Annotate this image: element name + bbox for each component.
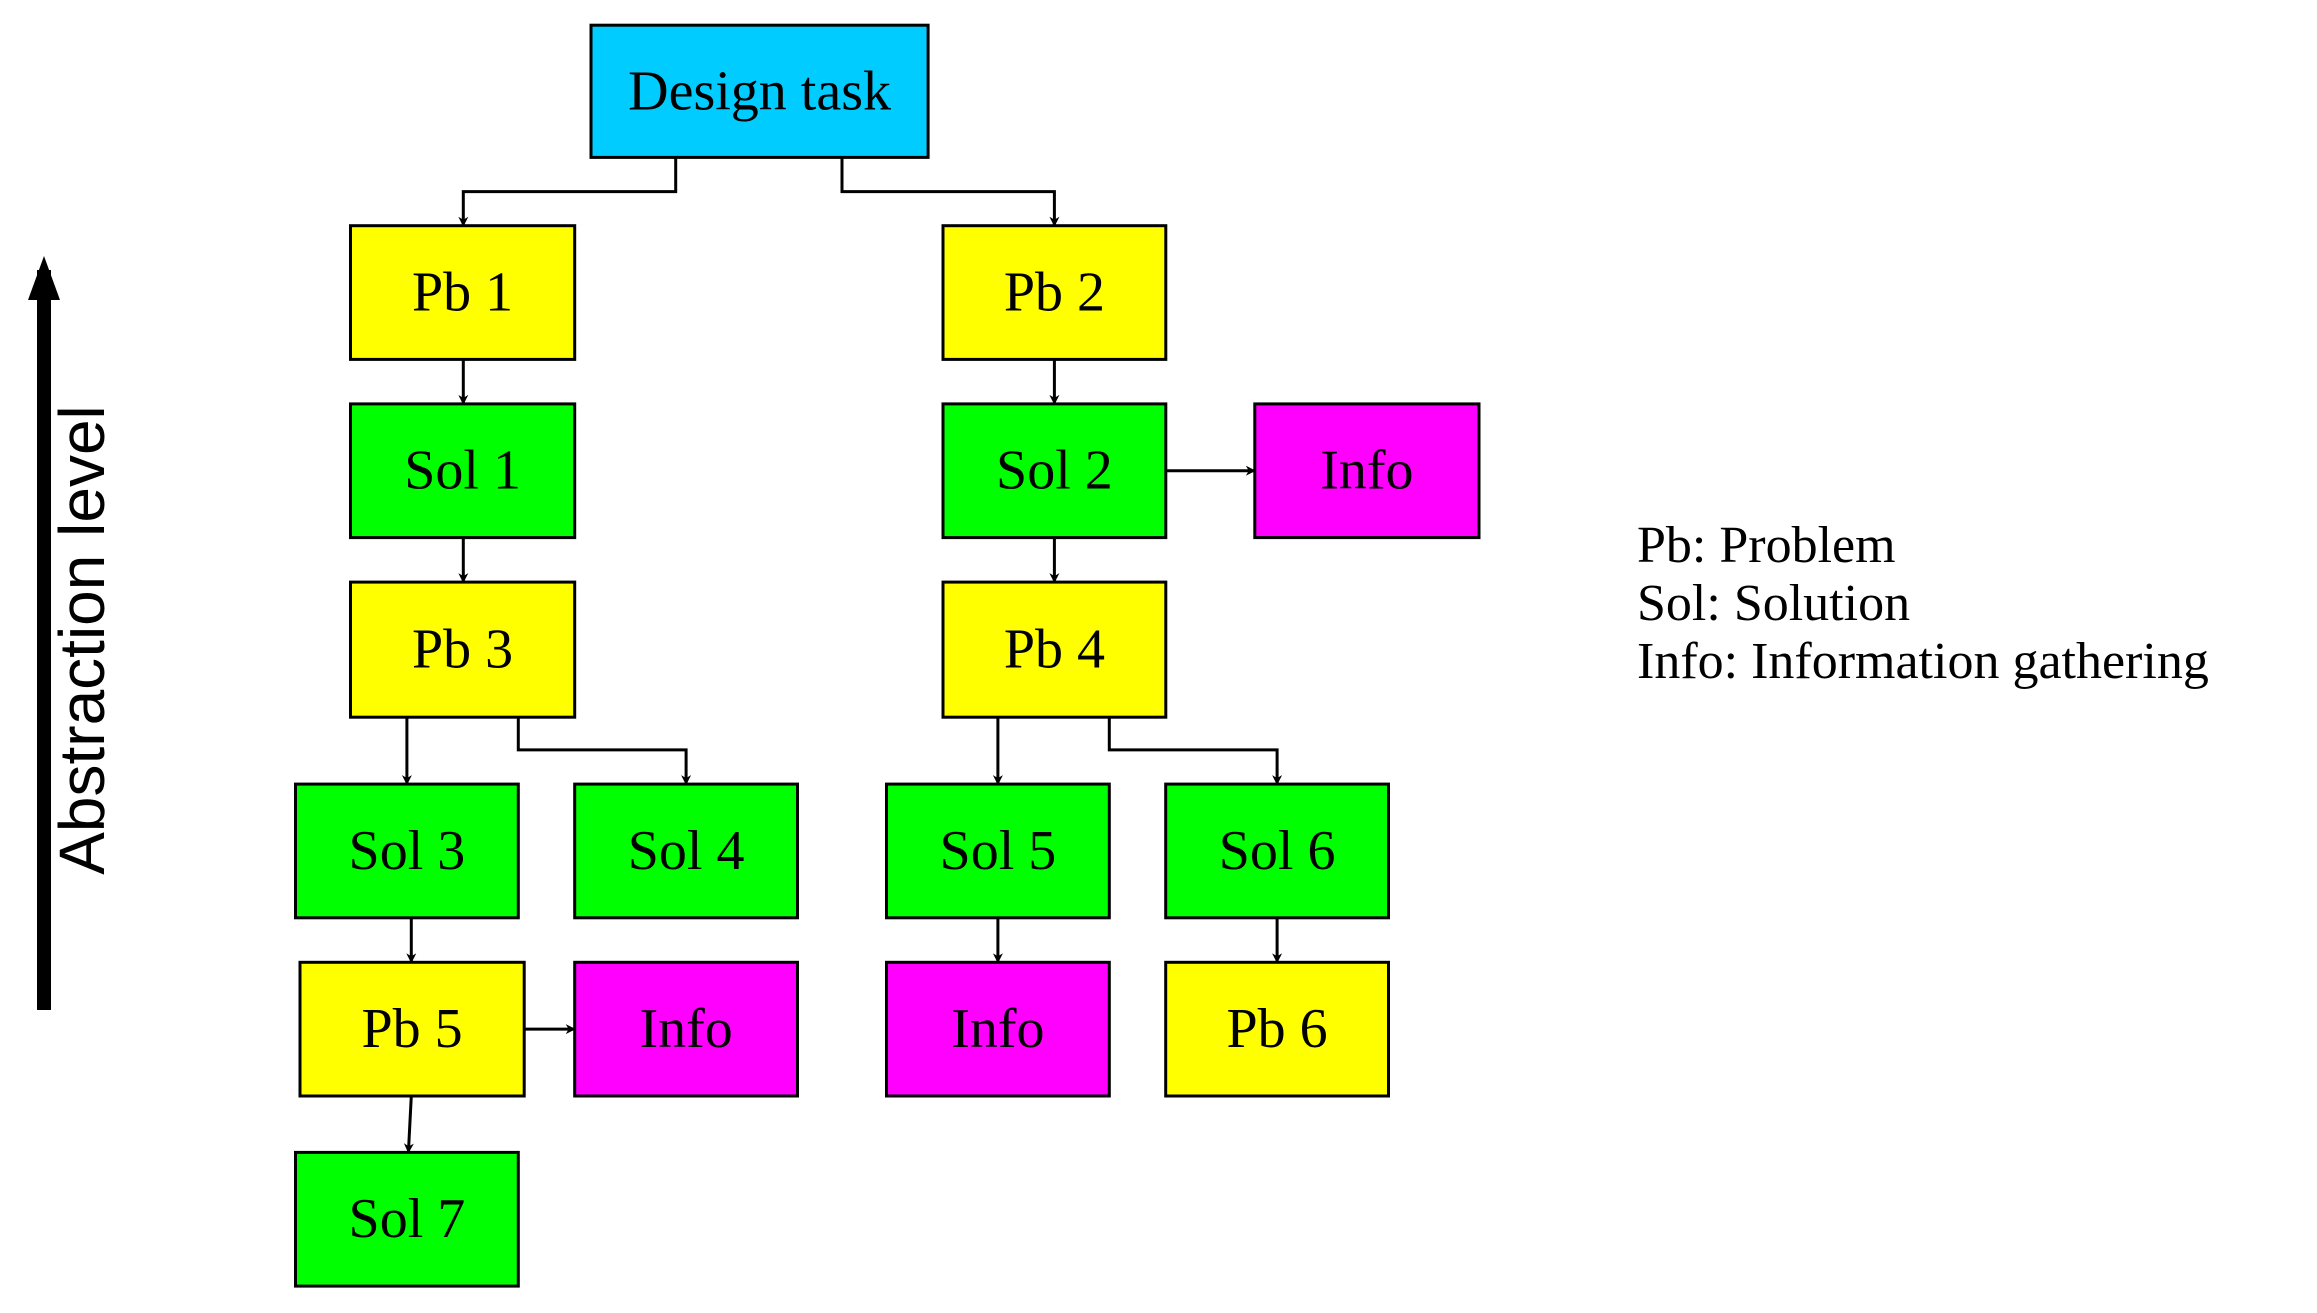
node-box-info-sol5 (885, 960, 1111, 1098)
node-box-info-pb5 (573, 960, 800, 1098)
node-label-sol3: Sol 3 (349, 820, 466, 882)
node-pb3: Pb 3 (349, 580, 577, 719)
legend-item-solution: Sol: Solution (1637, 575, 1910, 632)
node-box-sol4 (573, 782, 800, 920)
node-label-info-sol5: Info (951, 998, 1044, 1060)
edge-design-task-to-pb2 (840, 157, 1060, 227)
node-sol1: Sol 1 (349, 402, 577, 540)
node-label-sol2: Sol 2 (996, 440, 1113, 502)
node-info-sol2: Info (1253, 402, 1481, 540)
node-box-pb1 (349, 224, 577, 361)
node-box-pb2 (941, 224, 1168, 361)
node-box-pb3 (349, 580, 577, 719)
node-box-sol2 (941, 402, 1168, 540)
node-box-pb4 (941, 580, 1168, 719)
node-label-pb4: Pb 4 (1004, 619, 1105, 681)
node-sol3: Sol 3 (294, 782, 520, 920)
node-label-sol5: Sol 5 (940, 820, 1057, 882)
node-label-sol7: Sol 7 (349, 1188, 466, 1250)
node-sol6: Sol 6 (1164, 782, 1390, 920)
legend-item-info: Info: Information gathering (1637, 633, 2209, 690)
node-sol7: Sol 7 (294, 1150, 520, 1288)
node-info-sol5: Info (885, 960, 1111, 1098)
node-pb5: Pb 5 (298, 960, 526, 1098)
node-pb4: Pb 4 (941, 580, 1168, 719)
edge-design-task-to-pb1 (458, 157, 678, 227)
node-label-sol1: Sol 1 (404, 440, 521, 502)
node-info-pb5: Info (573, 960, 800, 1098)
node-label-info-sol2: Info (1320, 440, 1413, 502)
node-label-sol4: Sol 4 (628, 820, 745, 882)
node-label-pb3: Pb 3 (412, 619, 513, 681)
node-label-pb5: Pb 5 (362, 998, 463, 1060)
node-box-pb5 (298, 960, 526, 1098)
node-label-pb6: Pb 6 (1227, 998, 1328, 1060)
node-sol4: Sol 4 (573, 782, 800, 920)
legend: Pb: Problem Sol: Solution Info: Informat… (1637, 517, 2209, 690)
node-pb2: Pb 2 (941, 224, 1168, 361)
node-label-pb2: Pb 2 (1004, 262, 1105, 324)
node-box-pb6 (1164, 960, 1390, 1098)
node-box-sol5 (885, 782, 1111, 920)
node-box-sol1 (349, 402, 577, 540)
node-sol2: Sol 2 (941, 402, 1168, 540)
nodes-layer: Design task Pb 1 Pb 2 Sol 1 Sol 2 Info Pb 3 Pb … (294, 23, 1481, 1288)
legend-item-problem: Pb: Problem (1637, 517, 1896, 574)
node-pb1: Pb 1 (349, 224, 577, 361)
edge-pb5-to-sol7 (403, 1095, 414, 1154)
node-box-sol3 (294, 782, 520, 920)
edge-pb3-to-sol4 (516, 717, 692, 786)
node-label-info-pb5: Info (639, 998, 732, 1060)
abstraction-axis-arrow-icon (28, 256, 60, 300)
abstraction-axis-label: Abstraction level (46, 405, 118, 875)
node-box-info-sol2 (1253, 402, 1481, 540)
node-label-sol6: Sol 6 (1219, 820, 1336, 882)
node-pb6: Pb 6 (1164, 960, 1390, 1098)
node-box-sol7 (294, 1150, 520, 1288)
node-label-design-task: Design task (628, 60, 891, 122)
edge-pb4-to-sol6 (1107, 717, 1283, 786)
node-box-sol6 (1164, 782, 1390, 920)
node-box-design-task (589, 23, 930, 159)
node-label-pb1: Pb 1 (412, 262, 513, 324)
node-design-task: Design task (589, 23, 930, 159)
node-sol5: Sol 5 (885, 782, 1111, 920)
edges-layer (401, 157, 1283, 1154)
abstraction-axis: Abstraction level (28, 256, 118, 1010)
